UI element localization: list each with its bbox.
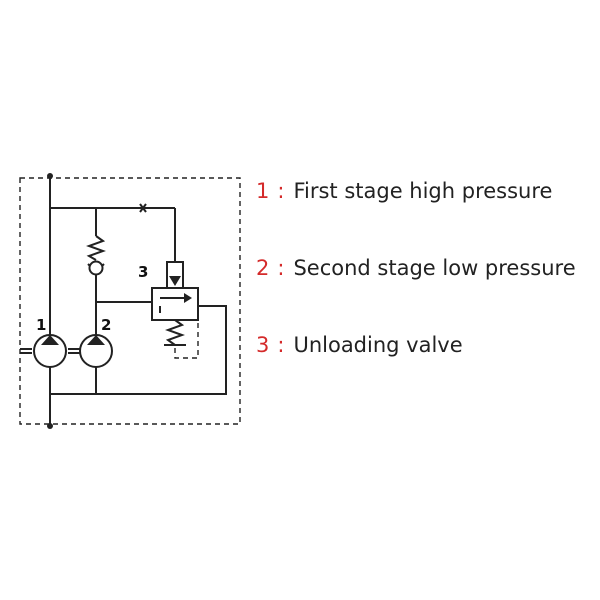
legend-number: 1	[256, 179, 270, 203]
check-valve-ball	[88, 260, 104, 276]
legend-item-1: 1: First stage high pressure	[256, 179, 552, 203]
valve-spring	[165, 319, 185, 346]
pump-1-arrow-icon	[41, 335, 59, 345]
legend-text: First stage high pressure	[293, 179, 553, 203]
unloading-valve-body	[151, 287, 199, 321]
legend-item-2: 2: Second stage low pressure	[256, 256, 576, 280]
label-pump-2: 2	[101, 316, 111, 334]
pilot-arrow-icon	[169, 276, 181, 286]
enclosure-boundary	[19, 177, 241, 425]
legend-separator: :	[277, 333, 285, 357]
valve-outlet-line	[50, 305, 227, 395]
orifice-line-right	[139, 203, 147, 213]
legend-separator: :	[277, 179, 285, 203]
legend-text: Unloading valve	[293, 333, 463, 357]
legend-number: 3	[256, 333, 270, 357]
check-valve-spring	[86, 235, 106, 261]
port-dot-bottom	[47, 423, 53, 429]
drain-line	[174, 305, 199, 359]
pump-2-arrow-icon	[87, 335, 105, 345]
label-pump-1: 1	[36, 316, 46, 334]
label-unloading-valve: 3	[138, 263, 148, 281]
legend-separator: :	[277, 256, 285, 280]
legend-number: 2	[256, 256, 270, 280]
valve-flow-arrow-icon	[184, 293, 192, 303]
legend-item-3: 3: Unloading valve	[256, 333, 463, 357]
port-dot-top	[47, 173, 53, 179]
legend-text: Second stage low pressure	[293, 256, 576, 280]
